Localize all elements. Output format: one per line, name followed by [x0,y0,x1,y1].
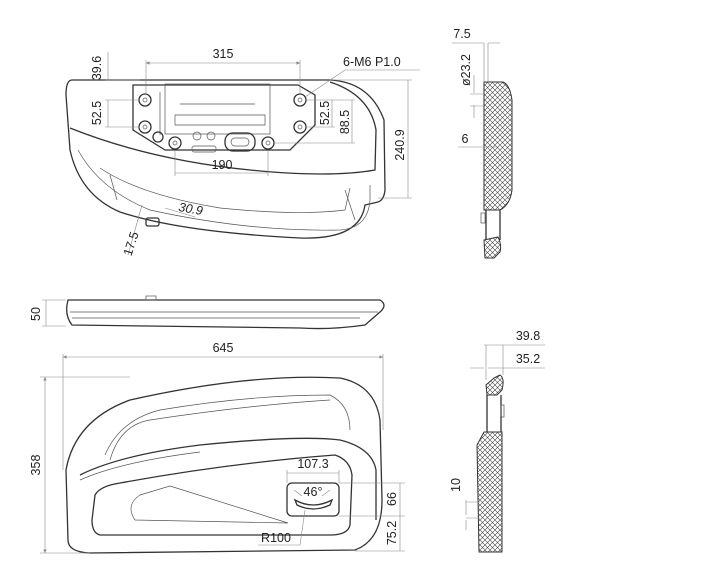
dim-50: 50 [29,307,43,321]
front-view: 107.3 46° R100 66 75.2 645 358 [29,341,405,554]
dim-52-5-right: 52.5 [318,101,332,125]
dim-88-5: 88.5 [338,110,352,134]
dim-35-2: 35.2 [516,352,540,366]
dim-107-3: 107.3 [297,457,328,471]
side-view-top: 7.5 ø23.2 6 [452,27,513,259]
radius-r100: R100 [261,531,291,545]
dim-75-2: 75.2 [385,521,399,545]
dim-6: 6 [462,132,469,146]
dim-645: 645 [213,341,234,355]
latch [145,217,160,227]
dim-39-8: 39.8 [516,329,540,343]
dim-17-5: 17.5 [121,230,142,258]
dim-190: 190 [212,158,233,172]
thread-note: 6-M6 P1.0 [343,55,401,69]
edge-view: 50 [29,295,385,330]
side-view-bottom: 39.8 35.2 10 [449,329,545,553]
bolt-holes [138,93,307,150]
dim-10: 10 [449,478,463,492]
dim-30-9: 30.9 [177,200,203,218]
angle-46: 46° [304,485,323,499]
dim-358: 358 [29,455,43,476]
dim-7-5: 7.5 [453,27,470,41]
dim-240-9: 240.9 [393,129,407,160]
dim-315: 315 [213,47,234,61]
dim-52-5-left: 52.5 [90,101,104,125]
dim-diameter-23-2: ø23.2 [459,54,473,86]
top-view: 315 6-M6 P1.0 39.6 52.5 52.5 88.5 240.9 … [65,47,420,258]
dim-66: 66 [385,492,399,506]
dim-39-6: 39.6 [90,56,104,80]
